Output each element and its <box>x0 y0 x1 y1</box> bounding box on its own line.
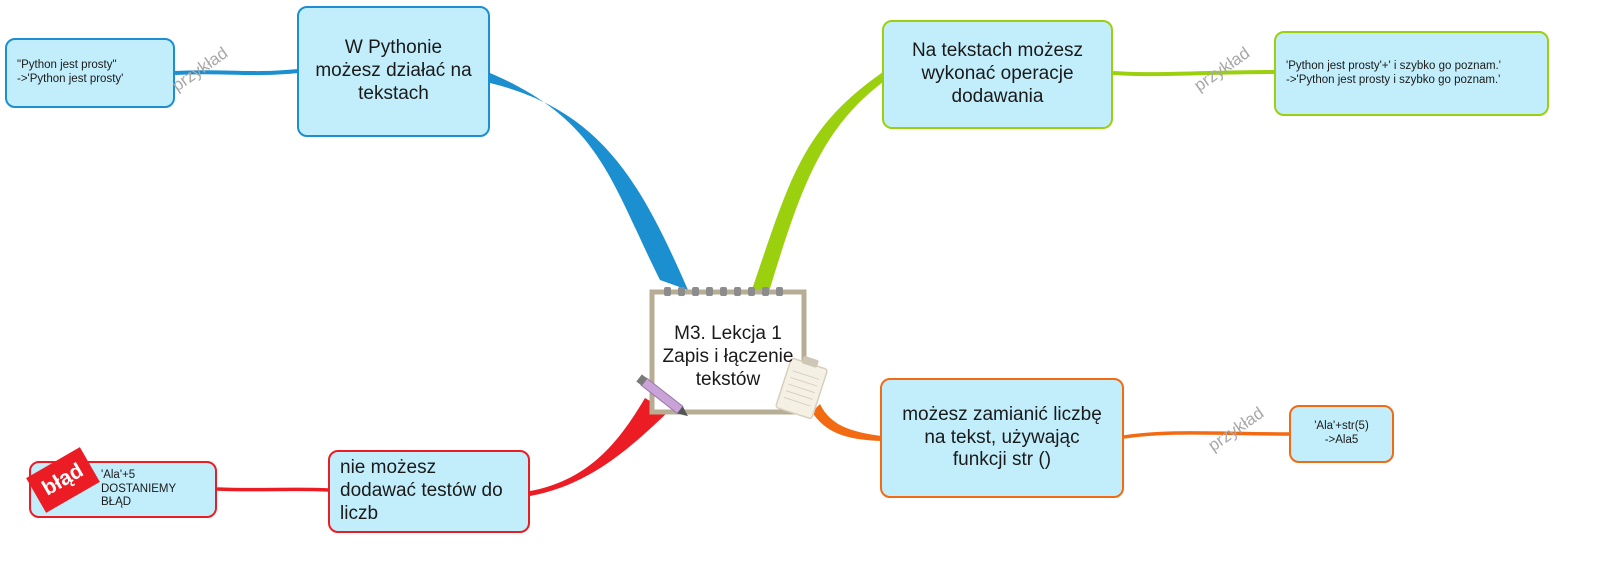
topic-no-number-addition-label: nie możesz dodawać testów do liczb <box>340 457 503 524</box>
branch-connector-orange <box>812 404 882 441</box>
example-concatenation[interactable]: 'Python jest prosty'+' i szybko go pozna… <box>1274 31 1549 116</box>
example-concatenation-text: 'Python jest prosty'+' i szybko go pozna… <box>1286 59 1501 86</box>
example-connector-orange <box>1123 431 1291 439</box>
example-quotes[interactable]: "Python jest prosty" ->'Python jest pros… <box>5 38 175 108</box>
example-str-function-text: 'Ala'+str(5) ->Ala5 <box>1314 420 1369 446</box>
central-topic[interactable]: M3. Lekcja 1 Zapis i łączenie tekstów <box>655 322 801 392</box>
clipboard-icon <box>775 356 828 419</box>
example-connector-red <box>216 487 330 492</box>
topic-str-conversion[interactable]: możesz zamianić liczbę na tekst, używają… <box>880 378 1124 498</box>
example-error-text: 'Ala'+5 DOSTANIEMY BŁĄD <box>101 468 177 509</box>
central-topic-line3: tekstów <box>695 369 761 391</box>
branch-connector-red <box>530 398 668 496</box>
topic-text-addition-label: Na tekstach możesz wykonać operacje doda… <box>911 40 1084 107</box>
central-topic-line1: M3. Lekcja 1 <box>674 323 782 344</box>
central-topic-line2: Zapis i łączenie <box>662 346 794 368</box>
topic-no-number-addition[interactable]: nie możesz dodawać testów do liczb <box>328 450 530 533</box>
topic-python-texts-label: W Pythonie możesz działać na tekstach <box>315 37 472 104</box>
notepad-icon <box>649 287 807 415</box>
example-connector-green <box>1112 70 1276 77</box>
topic-text-addition[interactable]: Na tekstach możesz wykonać operacje doda… <box>882 20 1113 129</box>
branch-connector-blue <box>490 73 688 290</box>
branch-connector-green <box>750 72 883 295</box>
example-connector-blue <box>174 69 299 76</box>
example-str-function[interactable]: 'Ala'+str(5) ->Ala5 <box>1289 405 1394 463</box>
topic-python-texts[interactable]: W Pythonie możesz działać na tekstach <box>297 6 490 137</box>
pencil-icon <box>636 374 688 417</box>
example-quotes-text: "Python jest prosty" ->'Python jest pros… <box>17 59 124 85</box>
topic-str-conversion-label: możesz zamianić liczbę na tekst, używają… <box>902 403 1102 471</box>
